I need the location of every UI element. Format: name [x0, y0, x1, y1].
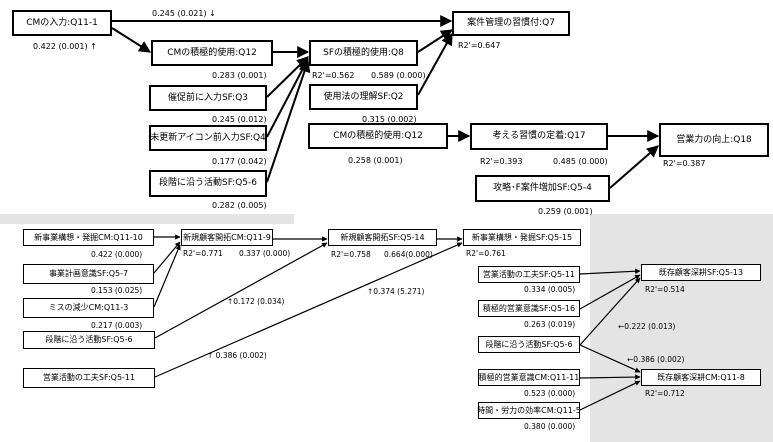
- node-cm-active-use: CMの積極的使用:Q12: [151, 40, 273, 66]
- node-sales-ingenuity: 営業活動の工夫SF:Q5-11: [23, 368, 155, 388]
- coef-proactive-sales-cm: 0.523 (0.000): [524, 389, 576, 398]
- node-staged-activity-2: 段階に沿う活動SF:Q5-6: [23, 331, 155, 349]
- node-cm-input: CMの入力:Q11-1: [12, 10, 112, 36]
- coef-staged-to-existing-cm: ←0.386 (0.002): [627, 355, 685, 364]
- coef-new-customer-cm: 0.337 (0.000): [239, 249, 291, 258]
- coef-staged-activity-2: ↑0.172 (0.034): [227, 297, 285, 306]
- r2-sales-power: R2'=0.387: [663, 159, 706, 168]
- coef-time-efficiency: 0.380 (0.000): [524, 422, 576, 431]
- node-pre-reminder-input: 催促前に入力SF:Q3: [149, 85, 267, 111]
- node-staged-activity-3: 段階に沿う活動SF:Q5-6: [478, 336, 580, 353]
- node-case-management-habit: 案件管理の習慣付:Q7: [452, 11, 570, 36]
- lower-panel-right: [590, 214, 773, 442]
- coef-new-biz-cm: 0.422 (0.000): [91, 250, 143, 259]
- node-update-icon-input: 未更新アイコン前入力SF:Q4: [149, 125, 267, 151]
- coef-pre-reminder: 0.245 (0.012): [212, 115, 267, 124]
- node-biz-plan: 事業計画意識SF:Q5-7: [23, 264, 154, 284]
- node-sf-active-use: SFの積極的使用:Q8: [309, 40, 418, 66]
- r2-new-biz-sf: R2'=0.761: [466, 249, 506, 258]
- coef-reduce-miss: 0.217 (0.003): [91, 321, 143, 330]
- r2-thinking-habit: R2'=0.393: [480, 157, 523, 166]
- coef-thinking-habit: 0.485 (0.000): [553, 157, 608, 166]
- coef-sales-ingenuity-to-new-biz: ↑0.374 (5.271): [367, 287, 425, 296]
- node-reduce-miss: ミスの減少CM:Q11-3: [23, 298, 154, 318]
- coef-cm-active-2: 0.258 (0.001): [348, 156, 403, 165]
- coef-staged-activity: 0.282 (0.005): [212, 201, 267, 210]
- node-proactive-sales-cm: 積極的営業意識CM:Q11-11: [478, 369, 580, 386]
- r2-new-customer-sf: R2'=0.758: [331, 250, 371, 259]
- node-cm-active-use-2: CMの積極的使用:Q12: [308, 123, 448, 149]
- node-new-customer-cm: 新規顧客開拓CM:Q11-9: [181, 229, 273, 246]
- lower-panel-left: [0, 214, 294, 224]
- node-staged-activity: 段階に沿う活動SF:Q5-6: [149, 170, 267, 197]
- coef-biz-plan: 0.153 (0.025): [91, 286, 143, 295]
- node-thinking-habit: 考える習慣の定着:Q17: [470, 123, 608, 150]
- node-sales-power: 営業力の向上:Q18: [659, 123, 769, 157]
- r2-existing-customer-sf: R2'=0.514: [645, 285, 685, 294]
- coef-cm-input-to-cm-active: 0.422 (0.001) ↑: [33, 42, 97, 51]
- coef-update-icon: 0.177 (0.042): [212, 157, 267, 166]
- node-existing-customer-cm: 既存顧客深耕CM:Q11-8: [641, 369, 761, 386]
- node-new-biz-sf: 新事業構想・発掘SF:Q5-15: [463, 229, 581, 246]
- node-new-customer-sf: 新規顧客開拓SF:Q5-14: [328, 229, 437, 246]
- node-existing-customer-sf: 既存顧客深耕SF:Q5-13: [641, 264, 761, 281]
- coef-sales-ingenuity-2: 0.334 (0.005): [524, 285, 576, 294]
- r2-new-customer-cm: R2'=0.771: [183, 249, 223, 258]
- coef-new-customer-sf: 0.664(0.000): [384, 250, 433, 259]
- coef-sf-active: 0.589 (0.000): [371, 71, 426, 80]
- r2-sf-active: R2'=0.562: [312, 71, 355, 80]
- coef-usage-understanding: 0.315 (0.002): [362, 115, 417, 124]
- coef-sales-ingenuity: ↑ 0.386 (0.002): [207, 351, 267, 360]
- coef-cm-active: 0.283 (0.001): [212, 71, 267, 80]
- coef-proactive-sales-sf: 0.263 (0.019): [524, 320, 576, 329]
- coef-staged-to-existing-sf: ←0.222 (0.013): [618, 322, 676, 331]
- coef-attack-f-cases: 0.259 (0.001): [538, 207, 593, 216]
- coef-cm-input-to-case: 0.245 (0.021) ↓: [152, 9, 216, 18]
- node-usage-understanding: 使用法の理解SF:Q2: [309, 84, 418, 110]
- node-sales-ingenuity-2: 営業活動の工夫SF:Q5-11: [478, 266, 580, 283]
- node-attack-f-cases: 攻略･F案件増加SF:Q5-4: [475, 175, 610, 202]
- node-new-biz-cm: 新事業構想・発掘CM:Q11-10: [23, 229, 154, 246]
- node-proactive-sales-sf: 積極的営業意識SF:Q5-16: [478, 300, 580, 317]
- r2-case-management: R2'=0.647: [458, 41, 501, 50]
- r2-existing-customer-cm: R2'=0.712: [645, 389, 685, 398]
- node-time-efficiency: 時間・労力の効率CM:Q11-5: [477, 402, 581, 419]
